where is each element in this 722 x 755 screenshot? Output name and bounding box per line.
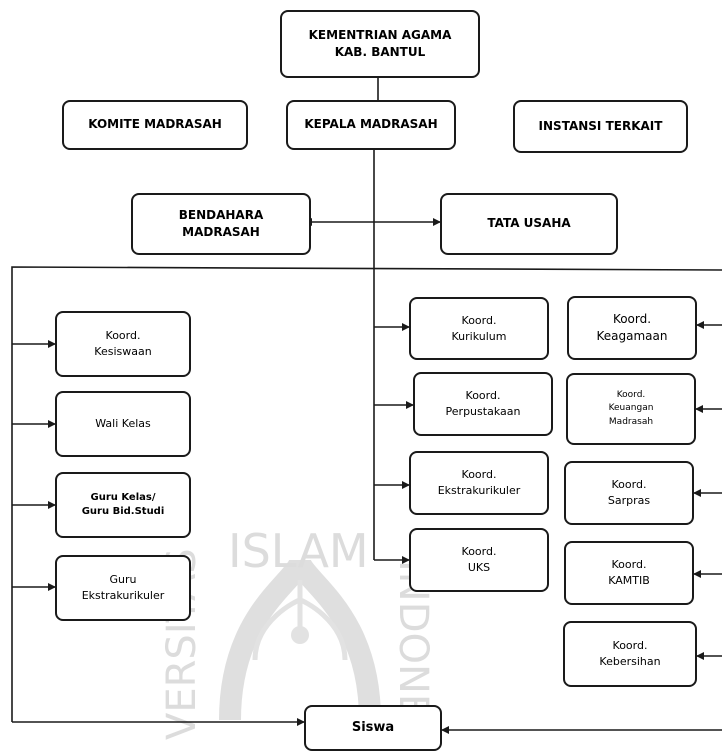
node-koord-ekstrakurikuler-label: Koord. Ekstrakurikuler (437, 468, 521, 497)
node-koord-kurikulum-label: Koord. Kurikulum (451, 313, 507, 343)
node-kepala: KEPALA MADRASAH (286, 100, 456, 150)
node-koord-keagamaan: Koord. Keagamaan (567, 296, 697, 360)
node-kementrian: KEMENTRIAN AGAMA KAB. BANTUL (280, 10, 480, 78)
node-kepala-label: KEPALA MADRASAH (304, 117, 438, 132)
node-koord-uks-label: Koord. UKS (461, 545, 497, 574)
node-siswa-label: Siswa (351, 719, 395, 735)
node-siswa: Siswa (304, 705, 442, 751)
node-guru-ekstra: Guru Ekstrakurikuler (55, 555, 191, 621)
line-frame-top (11, 266, 722, 722)
node-wali-kelas-label: Wali Kelas (95, 417, 151, 431)
node-instansi: INSTANSI TERKAIT (513, 100, 688, 153)
node-koord-kamtib-label: Koord. KAMTIB (608, 558, 650, 587)
node-koord-uks: Koord. UKS (409, 528, 549, 592)
node-kementrian-label: KEMENTRIAN AGAMA KAB. BANTUL (308, 27, 452, 59)
node-koord-kesiswaan: Koord. Kesiswaan (55, 311, 191, 377)
node-bendahara: BENDAHARA MADRASAH (131, 193, 311, 255)
node-komite-label: KOMITE MADRASAH (88, 117, 222, 132)
node-koord-ekstrakurikuler: Koord. Ekstrakurikuler (409, 451, 549, 515)
node-tata-usaha: TATA USAHA (440, 193, 618, 255)
node-instansi-label: INSTANSI TERKAIT (538, 118, 663, 133)
node-koord-sarpras-label: Koord. Sarpras (607, 478, 651, 507)
node-koord-keuangan: Koord. Keuangan Madrasah (566, 373, 696, 445)
node-koord-kamtib: Koord. KAMTIB (564, 541, 694, 605)
node-koord-keuangan-label: Koord. Keuangan Madrasah (608, 390, 654, 427)
node-koord-kurikulum: Koord. Kurikulum (409, 297, 549, 360)
node-guru-kelas: Guru Kelas/ Guru Bid.Studi (55, 472, 191, 538)
node-koord-perpustakaan-label: Koord. Perpustakaan (445, 389, 521, 418)
node-tata-usaha-label: TATA USAHA (487, 216, 571, 231)
node-guru-kelas-label: Guru Kelas/ Guru Bid.Studi (81, 491, 165, 518)
node-bendahara-label: BENDAHARA MADRASAH (178, 207, 264, 239)
node-koord-sarpras: Koord. Sarpras (564, 461, 694, 525)
node-koord-kebersihan: Koord. Kebersihan (563, 621, 697, 687)
node-guru-ekstra-label: Guru Ekstrakurikuler (81, 573, 165, 602)
node-koord-perpustakaan: Koord. Perpustakaan (413, 372, 553, 436)
node-koord-kesiswaan-label: Koord. Kesiswaan (94, 329, 152, 358)
node-koord-keagamaan-label: Koord. Keagamaan (596, 311, 668, 343)
node-komite: KOMITE MADRASAH (62, 100, 248, 150)
node-wali-kelas: Wali Kelas (55, 391, 191, 457)
node-koord-kebersihan-label: Koord. Kebersihan (599, 639, 661, 668)
